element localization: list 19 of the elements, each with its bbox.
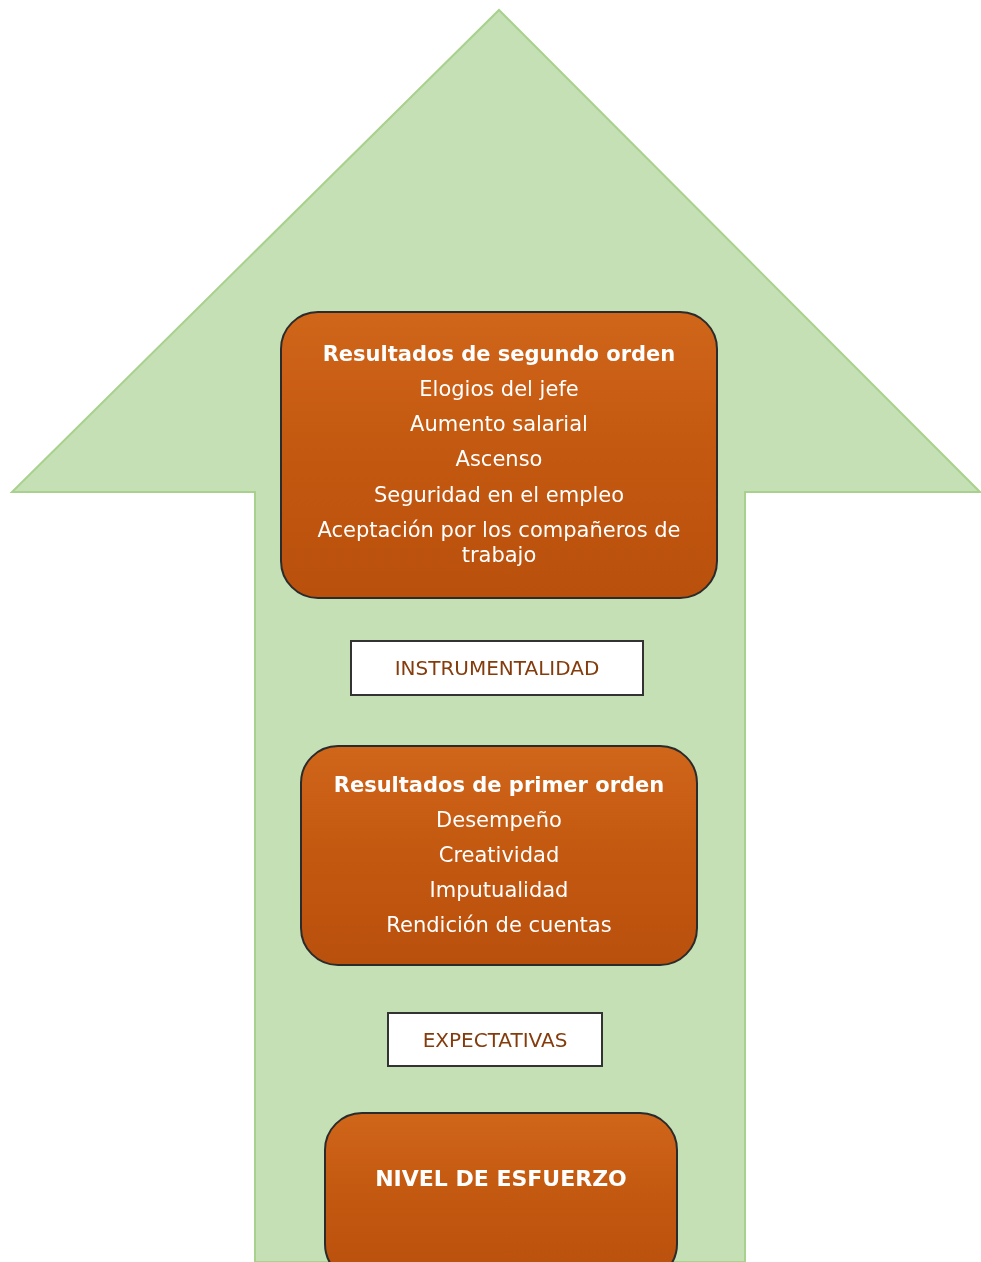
box-heading: Resultados de primer orden [333,772,665,798]
rounded-box [280,311,718,599]
list-item: Imputualidad [429,878,569,904]
list-item: Rendición de cuentas [386,913,612,939]
list-item: Creatividad [438,842,560,869]
stage-label: INSTRUMENTALIDAD [394,656,600,680]
box-title: NIVEL DE ESFUERZO [375,1165,627,1193]
list-item: Desempeño [436,807,562,833]
rounded-box [324,1112,678,1262]
stage-label: EXPECTATIVAS [422,1027,568,1052]
label-box [350,640,644,696]
list-item: Ascenso [455,447,543,473]
list-item: Aumento salarial [410,412,588,438]
list-item: Seguridad en el empleo [373,482,625,508]
rounded-box [300,745,698,966]
list-item: Elogios del jefe [419,377,579,403]
box-heading: Resultados de segundo orden [322,341,676,368]
list-item: Aceptación por los compañeros de trabajo [316,517,682,569]
label-box [387,1012,603,1067]
